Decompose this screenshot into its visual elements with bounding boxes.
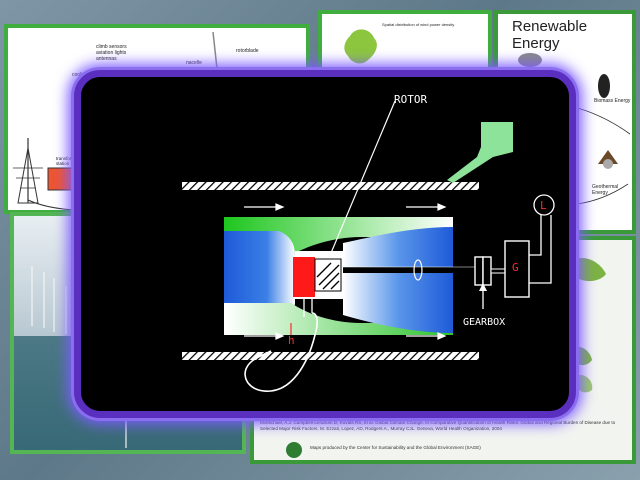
rotor-label: ROTOR <box>394 93 427 106</box>
load-label: L <box>540 199 547 212</box>
label-antennas: antennas <box>96 56 117 62</box>
load-wire-2 <box>529 215 552 284</box>
label-rotorblade: rotorblade <box>236 48 259 54</box>
lower-wall-hatched <box>182 352 479 360</box>
heater-label: h <box>288 334 295 347</box>
renewable-energy-title: Renewable Energy <box>512 18 588 52</box>
heater-block <box>293 257 315 297</box>
gearbox-coupling-1 <box>474 256 484 286</box>
gearbox-arrow <box>479 283 487 291</box>
rotor-hatch <box>316 262 340 290</box>
gearbox-shaft <box>490 268 506 274</box>
citation-text: McMichael, A.J. Campbell-Lendrum D, Kova… <box>260 420 616 431</box>
flow-arrows-bottom <box>244 332 447 340</box>
geothermal-energy-label: Geothermal Energy <box>592 184 619 196</box>
diagram-panel: ROTOR GEARBOX G L h <box>74 70 576 418</box>
flow-loop <box>413 259 423 281</box>
rotor-pointer <box>330 100 396 254</box>
shaft <box>343 267 479 273</box>
credit-text: Maps produced by the Center for Sustaina… <box>310 445 481 450</box>
heater-loop <box>244 312 318 392</box>
label-transformer-station: transformer station <box>56 156 80 166</box>
gearbox-label: GEARBOX <box>463 317 505 328</box>
generator-box <box>504 240 530 298</box>
label-nacelle: nacelle <box>186 60 202 66</box>
upper-wall-hatched <box>182 182 479 190</box>
biomass-energy-label: Biomass Energy <box>594 98 631 104</box>
hopper <box>447 122 513 183</box>
outflow-region <box>343 227 453 333</box>
inflow-region <box>224 231 295 317</box>
label-aviation-lights: aviation lights <box>96 50 127 56</box>
gearbox-coupling-2 <box>482 256 492 286</box>
load-wire <box>529 215 542 256</box>
label-climb-sensors: climb sensors <box>96 44 127 50</box>
wind-tunnel-diagram: ROTOR GEARBOX G L h <box>182 93 555 392</box>
map-title: Spatial distribution of wind power densi… <box>382 22 455 27</box>
flow-arrows-top <box>244 203 447 211</box>
green-region-shape <box>344 29 377 64</box>
load-circle <box>533 194 555 216</box>
generator-label: G <box>512 261 519 274</box>
